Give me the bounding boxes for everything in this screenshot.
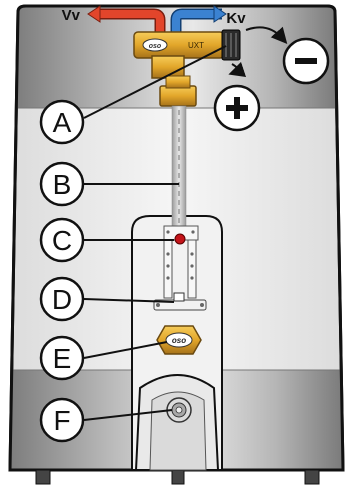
callout-b: B (41, 163, 83, 205)
thermostat-reset-button[interactable] (175, 234, 185, 244)
callout-f: F (41, 399, 83, 441)
callout-c-label: C (52, 225, 72, 256)
callout-a-label: A (53, 107, 72, 138)
callout-e: E (41, 337, 83, 379)
callout-d: D (41, 278, 83, 320)
callout-d-label: D (52, 284, 72, 315)
minus-icon (295, 58, 317, 64)
heater-badge-text: oso (172, 336, 186, 345)
callout-e-label: E (53, 343, 72, 374)
cold-inlet-label: Kv (226, 10, 246, 27)
callout-b-label: B (53, 169, 72, 200)
dip-tube (172, 106, 186, 234)
tank-feet (36, 470, 319, 484)
heating-element-badge: oso (157, 326, 201, 354)
valve-model-text: UXT (188, 41, 204, 50)
increase-control (215, 86, 259, 130)
valve-brand-text: oso (149, 43, 162, 50)
valve-nut (160, 86, 196, 106)
decrease-control (284, 39, 328, 83)
callout-c: C (41, 219, 83, 261)
callout-f-label: F (53, 405, 70, 436)
hot-outlet-label: Vv (62, 7, 81, 24)
callout-a: A (41, 101, 83, 143)
